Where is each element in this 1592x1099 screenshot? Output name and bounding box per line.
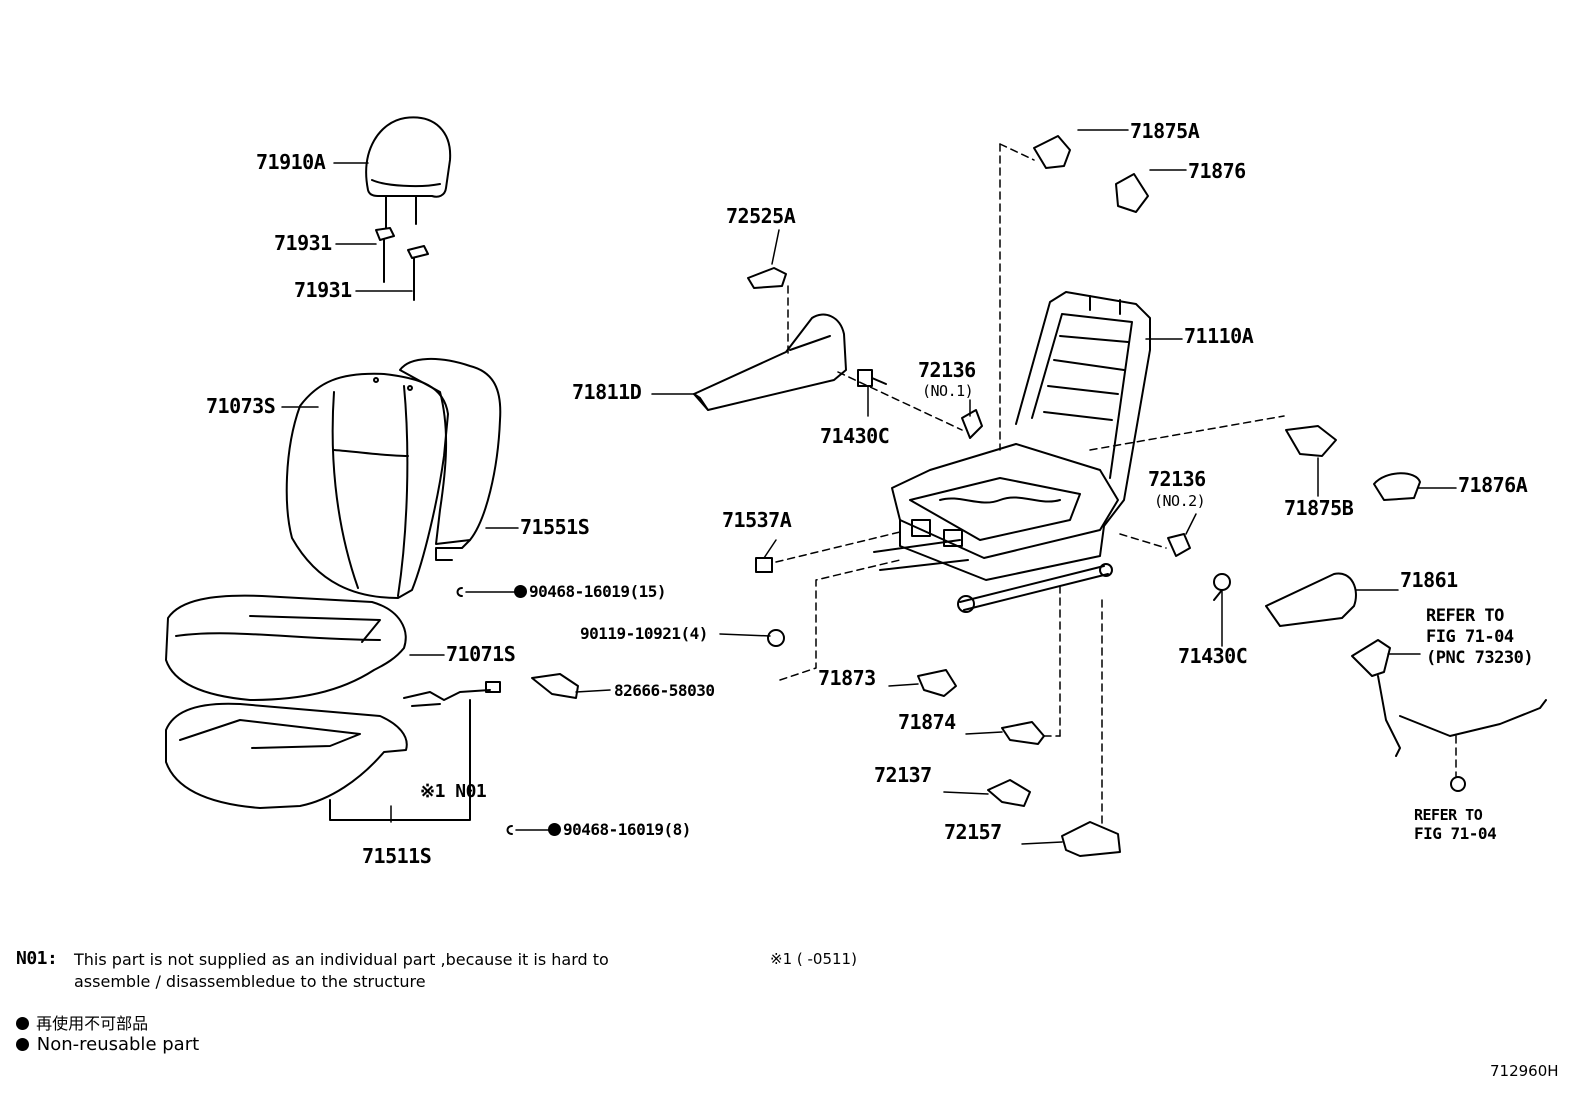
seat-cushion-pad bbox=[165, 702, 408, 809]
label-71875B: 71875B bbox=[1284, 496, 1354, 520]
seat-belt-buckle bbox=[1351, 639, 1547, 792]
label-71876: 71876 bbox=[1188, 159, 1246, 183]
label-72137: 72137 bbox=[874, 763, 932, 787]
label-90468-15: 90468-16019(15) bbox=[514, 582, 667, 601]
n01-note-line2: assemble / disassemblеdue to the structu… bbox=[74, 972, 426, 991]
label-71430C: 71430C bbox=[820, 424, 890, 448]
non-reusable-dot-icon bbox=[16, 1038, 29, 1051]
label-71875A: 71875A bbox=[1130, 119, 1200, 143]
label-71876A: 71876A bbox=[1458, 473, 1528, 497]
label-71931: 71931 bbox=[274, 231, 332, 255]
label-72157: 72157 bbox=[944, 820, 1002, 844]
refer-to-line1: REFER TO bbox=[1426, 606, 1504, 626]
label-71071S: 71071S bbox=[446, 642, 516, 666]
label-71873: 71873 bbox=[818, 666, 876, 690]
label-71811D: 71811D bbox=[572, 380, 642, 404]
label-71551S: 71551S bbox=[520, 515, 590, 539]
small-covers bbox=[531, 135, 1421, 857]
figure-id: 712960H bbox=[1490, 1062, 1559, 1080]
non-reusable-dot-icon bbox=[548, 823, 561, 836]
clip-icons bbox=[456, 587, 513, 835]
label-72136-no2-sub: (NO.2) bbox=[1154, 492, 1206, 510]
n01-note-line1: This part is not supplied as an individu… bbox=[74, 950, 609, 969]
refer-to-line2: FIG 71-04 bbox=[1414, 824, 1497, 843]
label-90468-8: 90468-16019(8) bbox=[548, 822, 691, 838]
label-72525A: 72525A bbox=[726, 204, 796, 228]
label-71110A: 71110A bbox=[1184, 324, 1254, 348]
label-n01: ※1 N01 bbox=[420, 781, 487, 802]
legend-en: Non-reusable part bbox=[16, 1034, 199, 1055]
label-72136-no1: 72136 bbox=[918, 358, 976, 382]
label-71910A: 71910A bbox=[256, 150, 326, 174]
label-71073S: 71073S bbox=[206, 394, 276, 418]
legend-jp-text: 再使用不可部品 bbox=[36, 1014, 149, 1033]
label-90468-15-text: 90468-16019(15) bbox=[529, 582, 667, 601]
label-71874: 71874 bbox=[898, 710, 956, 734]
headrest bbox=[365, 116, 452, 229]
label-72136-no1-sub: (NO.1) bbox=[922, 382, 974, 400]
leader-lines bbox=[281, 129, 1457, 845]
armrest bbox=[693, 313, 847, 411]
seatback-board bbox=[399, 357, 502, 561]
n01-bracket bbox=[329, 699, 471, 821]
n01-code: N01: bbox=[16, 948, 58, 969]
label-71537A: 71537A bbox=[722, 508, 792, 532]
label-71511S: 71511S bbox=[362, 844, 432, 868]
bolt-71430C bbox=[857, 369, 887, 387]
seatback-cover bbox=[285, 372, 449, 599]
non-reusable-dot-icon bbox=[16, 1017, 29, 1030]
label-72136-no2: 72136 bbox=[1148, 467, 1206, 491]
label-82666: 82666-58030 bbox=[614, 681, 715, 700]
label-90468-8-text: 90468-16019(8) bbox=[563, 820, 691, 839]
legend-en-text: Non-reusable part bbox=[36, 1034, 200, 1055]
dashed-lines bbox=[775, 143, 1457, 827]
refer-to-line3: (PNC 73230) bbox=[1426, 648, 1534, 668]
range-note: ※1 ( -0511) bbox=[770, 950, 857, 968]
label-90119: 90119-10921(4) bbox=[580, 624, 708, 643]
label-71931: 71931 bbox=[294, 278, 352, 302]
refer-to-line1: REFER TO bbox=[1414, 806, 1483, 824]
refer-to-line2: FIG 71-04 bbox=[1426, 627, 1514, 647]
label-71861: 71861 bbox=[1400, 568, 1458, 592]
label-71430C: 71430C bbox=[1178, 644, 1248, 668]
seat-sensor-harness bbox=[403, 681, 501, 707]
armrest-cap bbox=[747, 267, 787, 289]
legend-jp: 再使用不可部品 bbox=[16, 1010, 148, 1034]
seat-cushion-cover bbox=[165, 594, 407, 701]
non-reusable-dot-icon bbox=[514, 585, 527, 598]
seat-frame bbox=[873, 291, 1151, 613]
headrest-guides bbox=[375, 227, 429, 301]
